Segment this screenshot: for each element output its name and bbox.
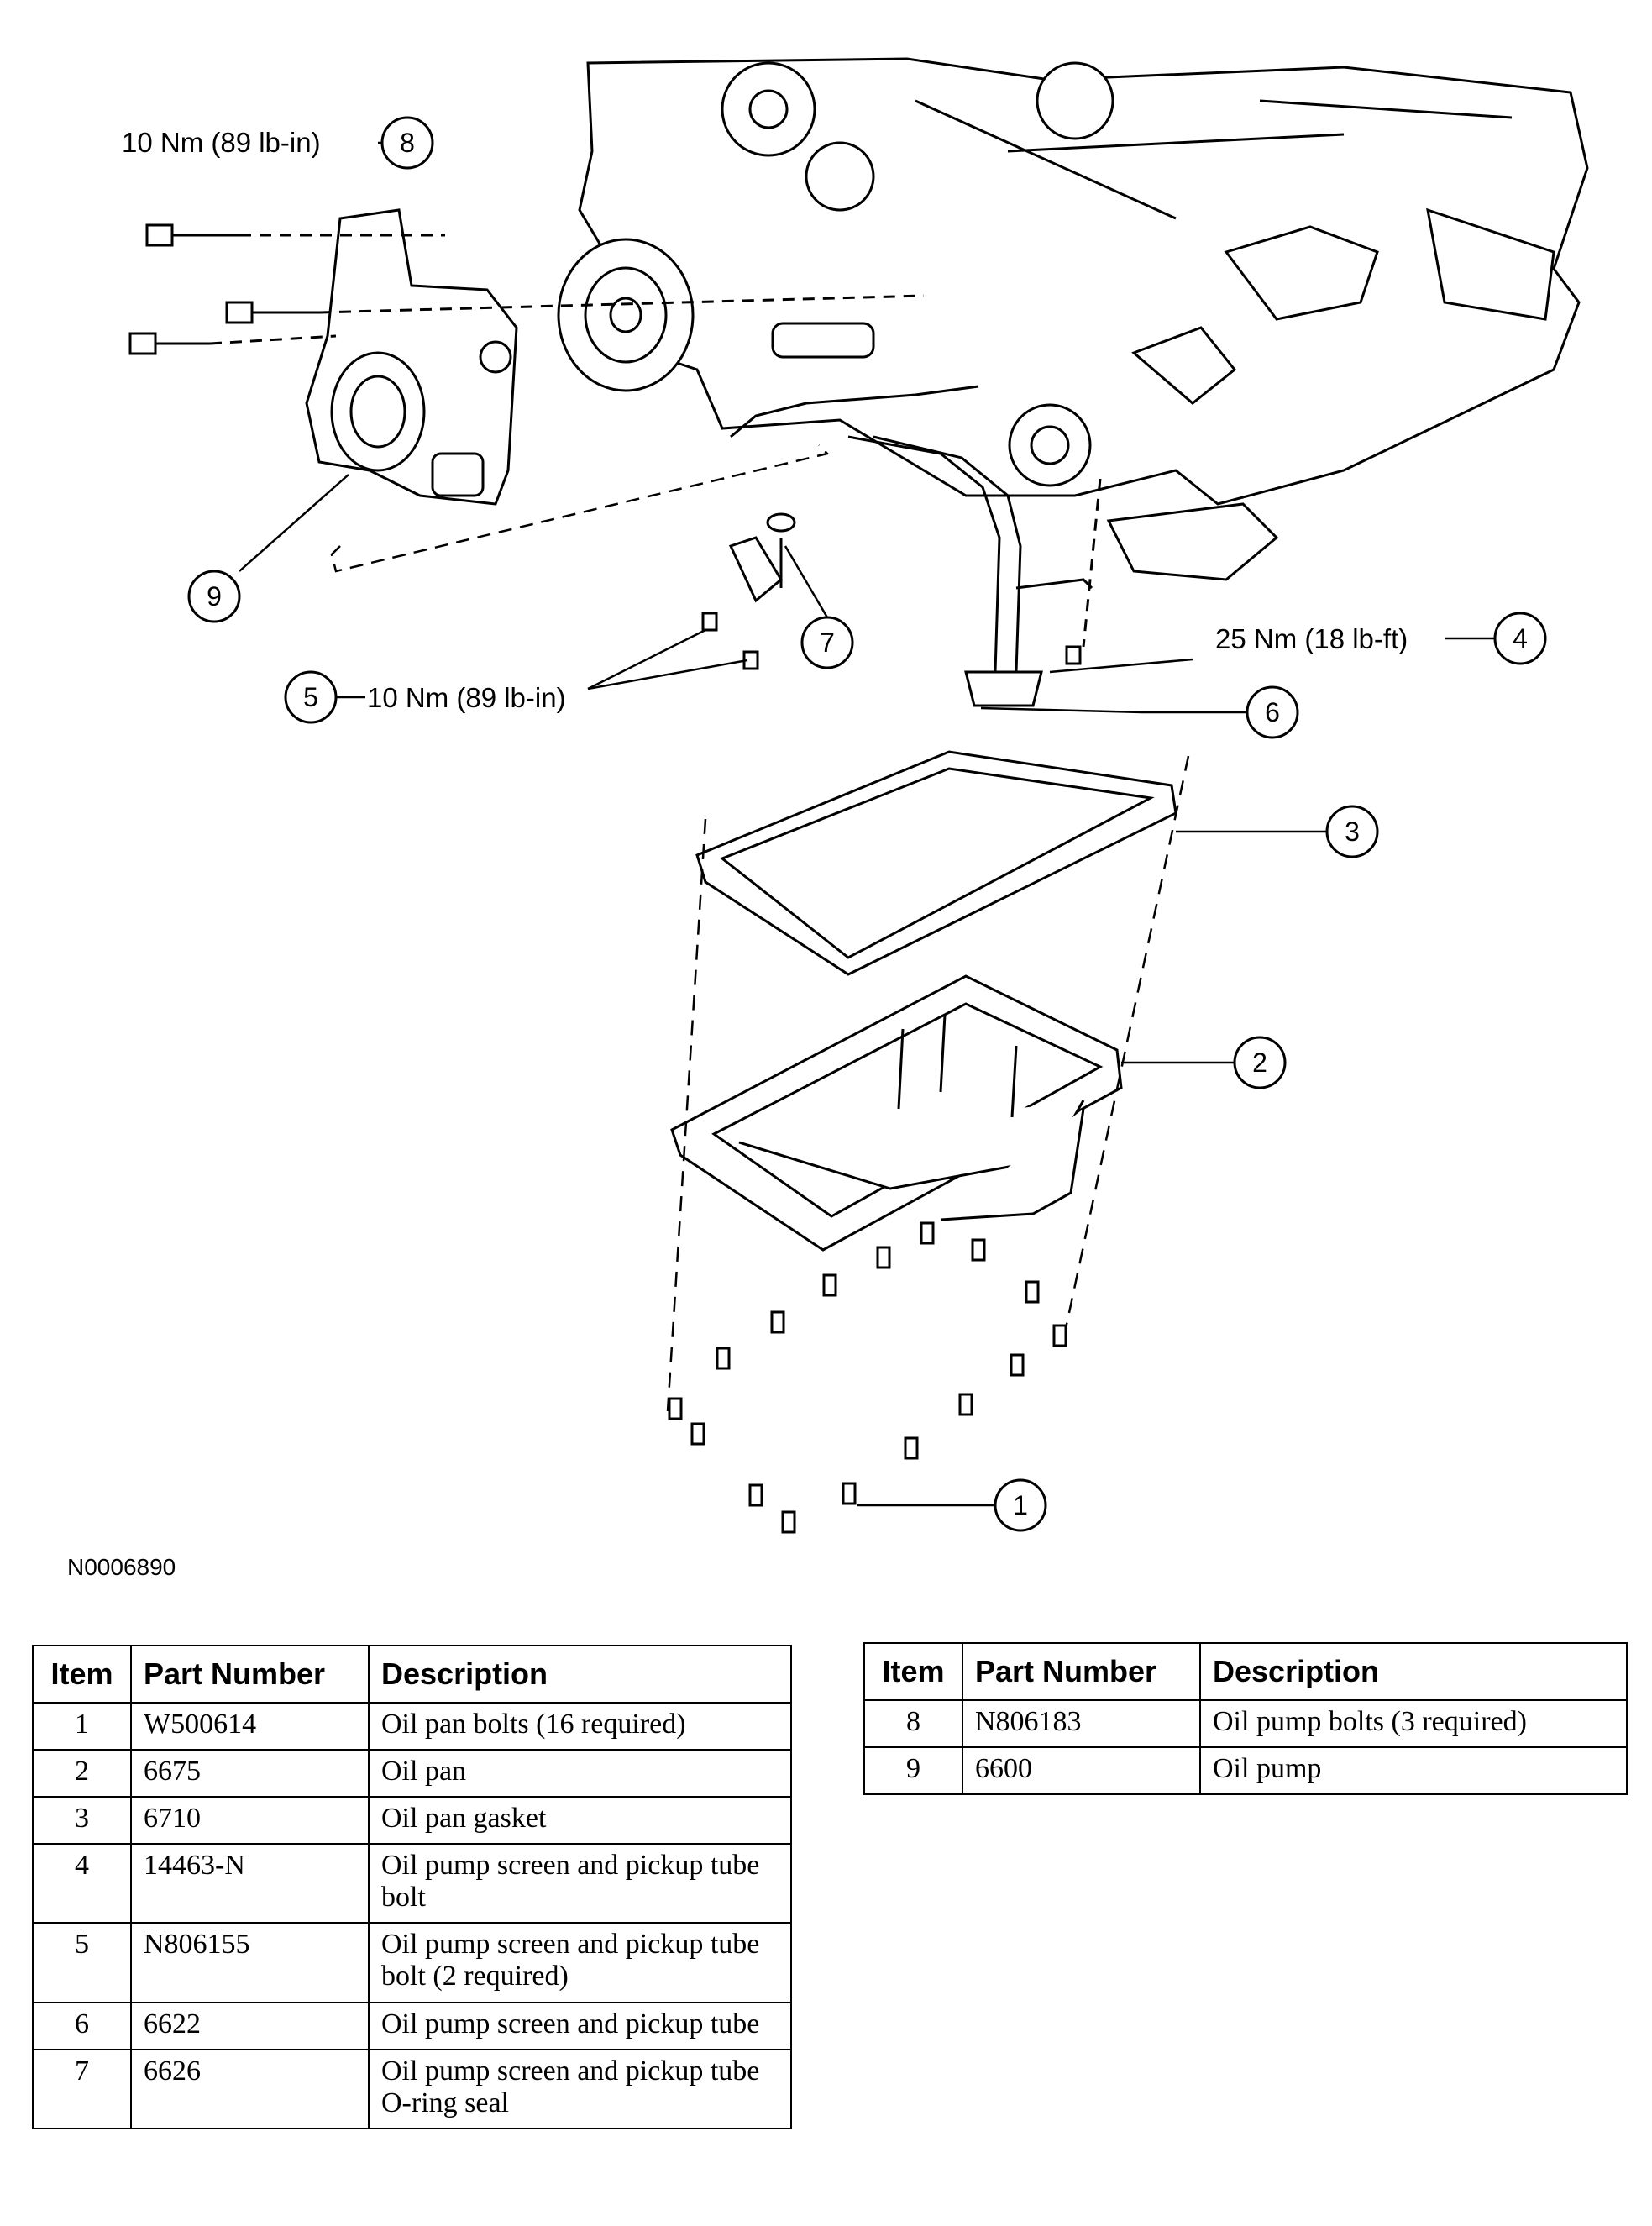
header-description: Description <box>368 1645 792 1704</box>
callout-3: 3 <box>1325 805 1379 858</box>
part-number-cell: 6710 <box>130 1796 370 1845</box>
item-cell: 8 <box>863 1698 963 1749</box>
header-part-number: Part Number <box>130 1645 370 1704</box>
item-cell: 1 <box>32 1701 132 1751</box>
item-cell: 7 <box>32 2048 132 2129</box>
svg-text:2: 2 <box>1252 1047 1267 1078</box>
description-cell: Oil pump screen and pickup tube bolt (2 … <box>368 1922 792 2003</box>
svg-text:9: 9 <box>207 581 222 612</box>
header-part-number: Part Number <box>962 1642 1201 1701</box>
item-cell: 3 <box>32 1796 132 1845</box>
part-number-cell: W500614 <box>130 1701 370 1751</box>
svg-text:7: 7 <box>820 627 835 658</box>
svg-text:1: 1 <box>1013 1490 1028 1520</box>
figure-id: N0006890 <box>67 1554 176 1580</box>
svg-text:5: 5 <box>303 682 318 712</box>
svg-text:4: 4 <box>1513 623 1528 654</box>
part-number-cell: N806183 <box>962 1698 1201 1749</box>
callout-9: 9 <box>187 570 241 623</box>
callout-7: 7 <box>800 616 854 669</box>
part-number-cell: 6600 <box>962 1746 1201 1796</box>
svg-text:3: 3 <box>1345 816 1360 847</box>
item-cell: 4 <box>32 1843 132 1924</box>
torque-label-item-4: 25 Nm (18 lb-ft) <box>1215 623 1408 654</box>
description-cell: Oil pump <box>1199 1746 1628 1796</box>
callout-leaders <box>239 141 1495 1507</box>
part-number-cell: 6622 <box>130 2001 370 2050</box>
part-number-cell: 6626 <box>130 2048 370 2129</box>
torque-label-item-5: 10 Nm (89 lb-in) <box>367 682 566 713</box>
callout-5: 5 <box>284 670 338 724</box>
item-cell: 6 <box>32 2001 132 2050</box>
oil-pan-bolts <box>668 1221 1067 1534</box>
oil-pickup-tube-illustration <box>701 385 1102 707</box>
svg-text:6: 6 <box>1265 697 1280 727</box>
callout-8: 8 <box>380 116 434 170</box>
part-number-cell: N806155 <box>130 1922 370 2003</box>
part-number-cell: 6675 <box>130 1749 370 1798</box>
torque-label-item-8: 10 Nm (89 lb-in) <box>122 127 321 158</box>
callout-1: 1 <box>994 1478 1047 1532</box>
oil-pan-illustration <box>670 974 1123 1252</box>
pump-position-guide-line <box>330 444 830 573</box>
oil-pump-bolts <box>128 223 925 355</box>
engine-block-illustration <box>557 57 1589 581</box>
description-cell: Oil pump screen and pickup tube <box>368 2001 792 2050</box>
header-item: Item <box>863 1642 963 1701</box>
callout-6: 6 <box>1246 685 1299 739</box>
description-cell: Oil pump screen and pickup tube O-ring s… <box>368 2048 792 2129</box>
exploded-parts-diagram: 1 2 3 4 5 6 7 8 9 10 Nm (89 lb-in) 10 Nm… <box>122 57 1589 1534</box>
svg-text:8: 8 <box>400 128 415 158</box>
description-cell: Oil pan <box>368 1749 792 1798</box>
item-cell: 9 <box>863 1746 963 1796</box>
oil-pan-gasket-illustration <box>695 750 1177 976</box>
part-number-cell: 14463-N <box>130 1843 370 1924</box>
description-cell: Oil pump bolts (3 required) <box>1199 1698 1628 1749</box>
description-cell: Oil pan bolts (16 required) <box>368 1701 792 1751</box>
callout-2: 2 <box>1233 1036 1287 1089</box>
item-cell: 2 <box>32 1749 132 1798</box>
description-cell: Oil pan gasket <box>368 1796 792 1845</box>
item-cell: 5 <box>32 1922 132 2003</box>
description-cell: Oil pump screen and pickup tube bolt <box>368 1843 792 1924</box>
callout-4: 4 <box>1493 612 1547 665</box>
header-description: Description <box>1199 1642 1628 1701</box>
oil-pump-illustration <box>305 208 518 506</box>
header-item: Item <box>32 1645 132 1704</box>
